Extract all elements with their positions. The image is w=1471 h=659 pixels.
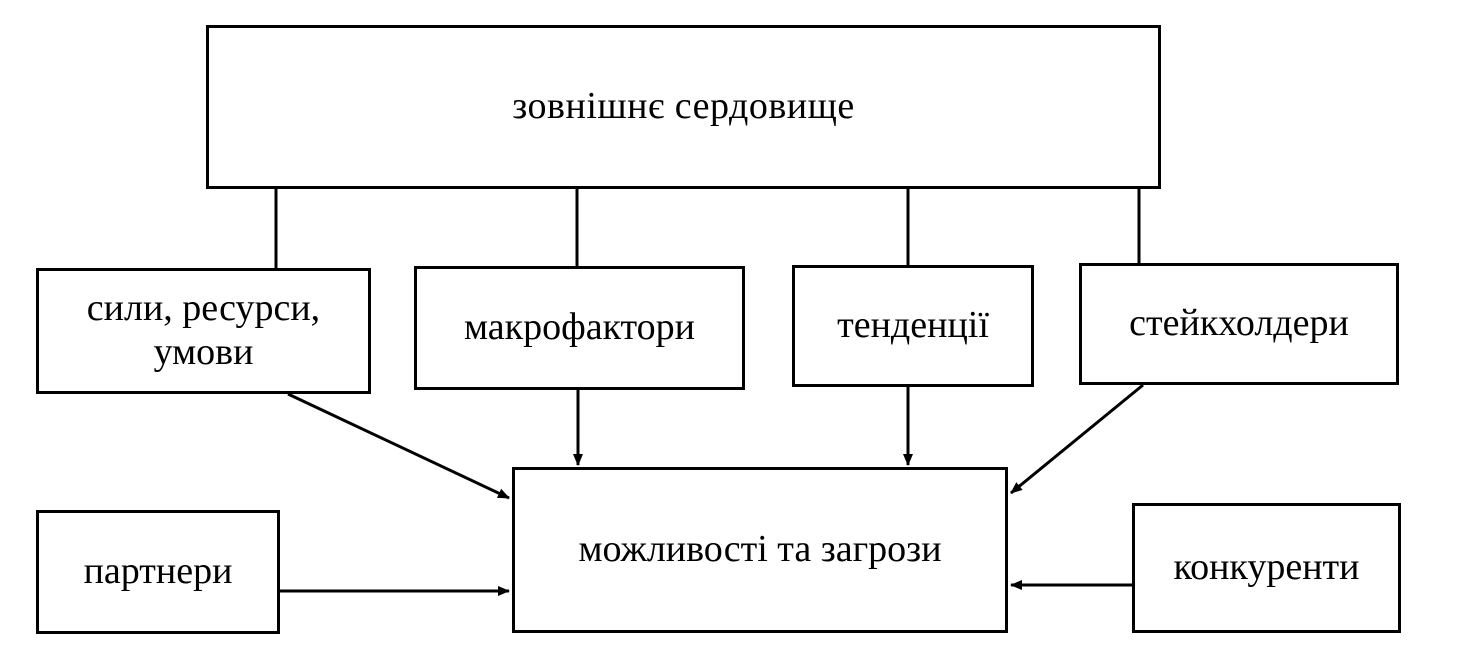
forces-resources-conditions-label: сили, ресурси, умови: [86, 287, 321, 373]
forces-resources-conditions-box: сили, ресурси, умови: [36, 268, 371, 394]
partners-box: партнери: [36, 510, 280, 634]
arrow-forces-to-center: [287, 392, 510, 500]
competitors-label: конкуренти: [1173, 546, 1360, 589]
opportunities-threats-label: можливості та загрози: [578, 528, 942, 571]
macrofactors-box: макрофактори: [414, 266, 745, 390]
stakeholders-box: стейкхолдери: [1079, 263, 1399, 385]
partners-label: партнери: [83, 550, 233, 593]
macrofactors-label: макрофактори: [463, 306, 695, 349]
opportunities-threats-box: можливості та загрози: [512, 467, 1008, 633]
stakeholders-label: стейкхолдери: [1129, 302, 1349, 345]
external-environment-box: зовнішнє сердовище: [206, 25, 1161, 189]
competitors-box: конкуренти: [1132, 503, 1401, 633]
arrow-stakeholders-to-center: [1010, 383, 1144, 495]
external-environment-label: зовнішнє сердовище: [512, 85, 855, 128]
trends-label: тенденції: [837, 304, 989, 347]
trends-box: тенденції: [792, 265, 1034, 387]
